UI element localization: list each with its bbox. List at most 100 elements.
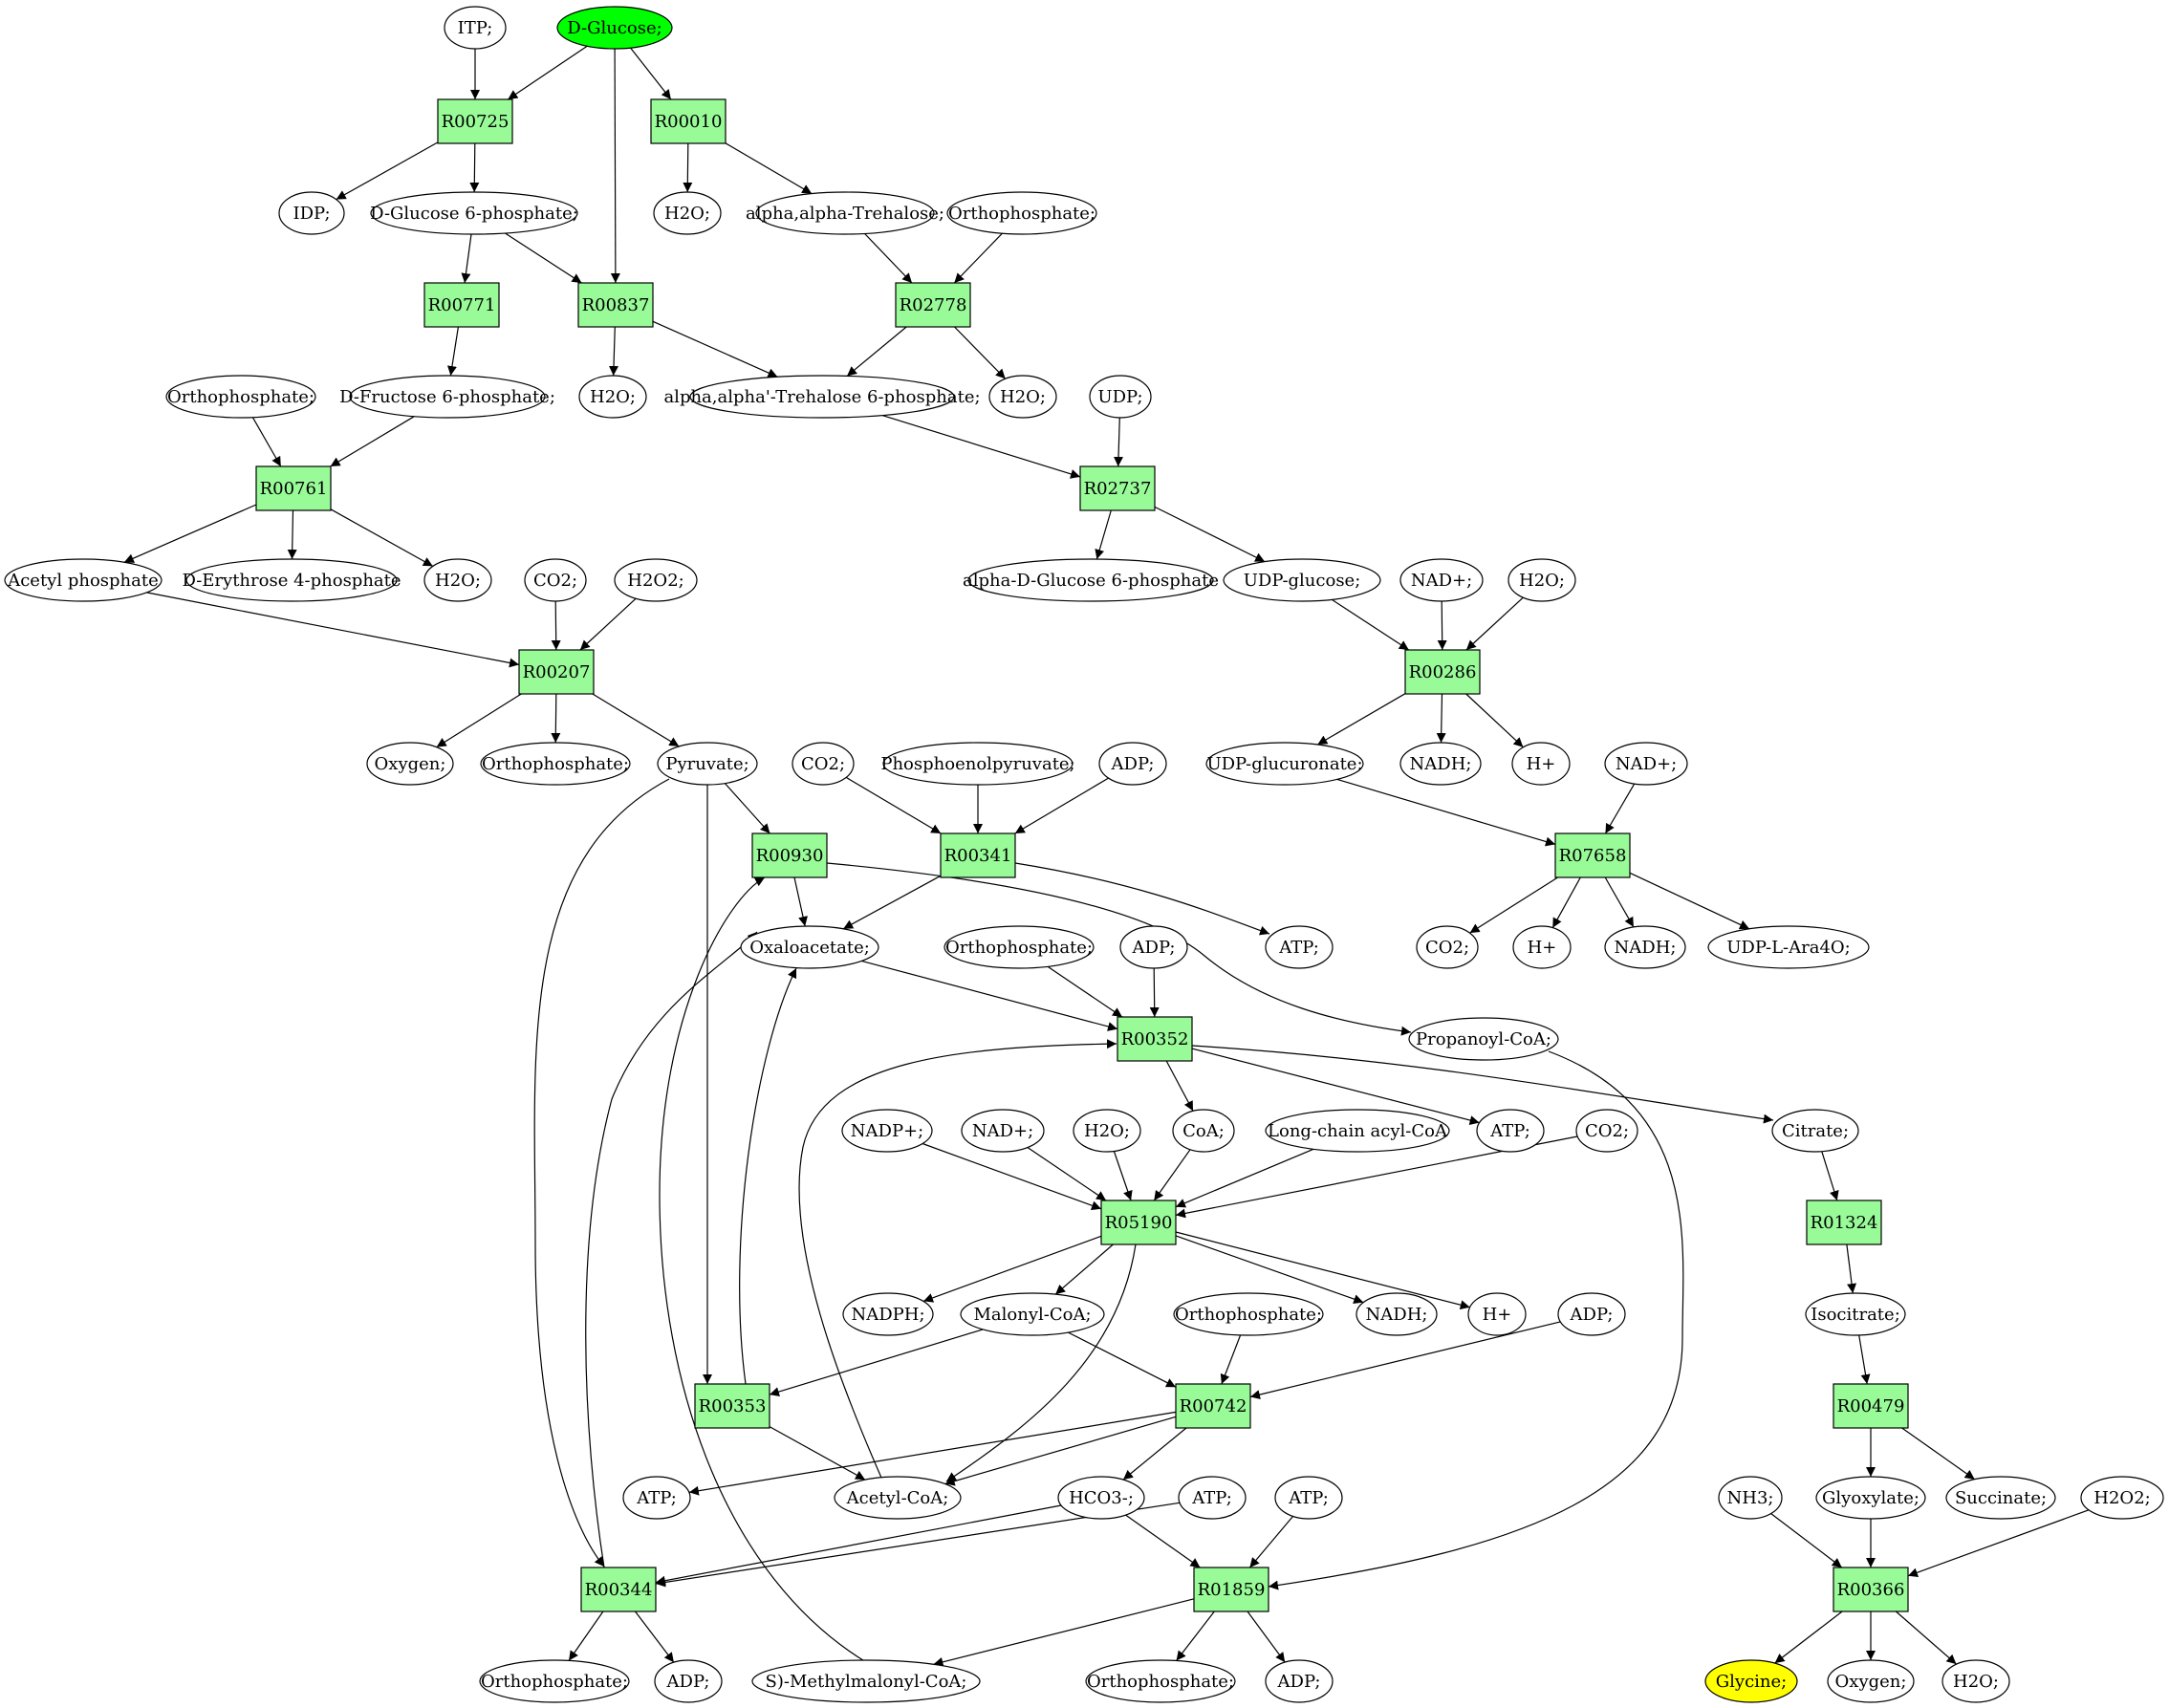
node-label: R00344 [585,1580,653,1600]
metabolite-ellipse [657,742,758,786]
edge-adp_2-to-R00352 [1149,967,1160,1018]
node-label: D-Erythrose 4-phosphate [182,571,401,591]
metabolite-ellipse [1265,925,1334,969]
edge-propanoylcoa-to-R01859 [1268,1050,1684,1590]
metabolite-node-adp_1: ADP; [1098,742,1167,786]
edge-orthophosphate_1-to-R02778 [953,232,1003,284]
metabolite-ellipse [1512,925,1572,969]
metabolite-ellipse [1575,1109,1638,1153]
node-label: Orthophosphate; [948,204,1095,224]
metabolite-ellipse [1119,925,1188,969]
metabolite-node-atp_4: ATP; [1178,1476,1247,1520]
edge-citrate-to-R01324 [1821,1151,1839,1201]
metabolite-node-oxygen_1: Oxygen; [366,742,454,786]
metabolite-node-e4p: D-Erythrose 4-phosphate [182,558,401,602]
metabolite-node-pep: Phosphoenolpyruvate; [880,742,1075,786]
edge-R00352-to-coa [1165,1060,1194,1112]
edge-R00366-to-glycine [1774,1611,1843,1664]
metabolite-node-propanoylcoa: Propanoyl-CoA; [1408,1017,1559,1061]
node-label: H2O2; [627,571,683,591]
metabolite-node-nh3: NH3; [1718,1476,1783,1520]
node-label: alpha-D-Glucose 6-phosphate [963,571,1219,591]
node-label: Orthophosphate; [482,754,629,774]
reaction-box [437,98,513,144]
metabolite-node-nadh_3: NADH; [1356,1292,1438,1336]
edge-R00341-to-oxaloacetate [842,875,942,930]
edge-R07658-to-udpara [1629,872,1750,930]
node-label: Long-chain acyl-CoA [1268,1121,1448,1141]
node-label: R01324 [1811,1213,1878,1233]
metabolite-node-h2o_2: H2O; [578,375,647,419]
metabolite-ellipse [1098,742,1167,786]
edge-R00742-to-atp_3 [688,1411,1177,1496]
reaction-node-R00771: R00771 [423,282,500,328]
reaction-node-R02778: R02778 [895,282,971,328]
edge-R00344-to-orthophosphate_6 [568,1611,604,1661]
metabolite-ellipse [1223,558,1381,602]
reaction-box [1117,1016,1193,1062]
reaction-node-R00761: R00761 [255,465,332,511]
metabolite-ellipse [1704,1659,1798,1703]
metabolite-ellipse [1815,1476,1926,1520]
edge-R00207-to-orthophosphate_3 [551,693,561,744]
reaction-node-R00353: R00353 [694,1383,770,1429]
metabolite-node-dglucose: D-Glucose; [556,6,673,50]
edge-R00725-to-g6p [469,142,480,193]
node-label: alpha,alpha-Trehalose; [746,204,944,224]
edge-orthophosphate_4-to-R00352 [1047,965,1123,1018]
node-label: R00366 [1837,1580,1905,1600]
metabolite-ellipse [524,558,587,602]
reaction-node-R00366: R00366 [1833,1567,1909,1612]
node-label: H2O; [1084,1121,1130,1141]
metabolite-node-orthophosphate_5: Orthophosphate; [1173,1292,1324,1336]
node-label: H2O; [1519,571,1565,591]
reaction-node-R00352: R00352 [1117,1016,1193,1062]
node-label: R02737 [1084,479,1152,499]
reaction-box [1404,649,1481,695]
edge-methylmalonylcoa-to-R00930 [659,876,867,1663]
reaction-node-R01324: R01324 [1806,1200,1882,1245]
reaction-node-R07658: R07658 [1554,832,1631,878]
node-label: CoA; [1182,1121,1225,1141]
metabolite-ellipse [654,1659,723,1703]
node-label: H+ [1483,1305,1512,1325]
node-label: ATP; [1191,1488,1232,1508]
reaction-node-R00742: R00742 [1175,1383,1251,1429]
metabolite-node-f6p: D-Fructose 6-phosphate; [339,375,555,419]
reaction-box [1100,1200,1177,1245]
metabolite-node-nadh_1: NADH; [1399,742,1482,786]
metabolite-ellipse [2080,1476,2164,1520]
edge-hco3-to-R01859 [1125,1514,1201,1568]
metabolite-node-co2_1: CO2; [524,558,587,602]
edge-R07658-to-hplus_2 [1551,876,1581,928]
edge-R01859-to-orthophosphate_7 [1176,1611,1215,1661]
node-label: CO2; [1585,1121,1629,1141]
edge-R00353-to-oxaloacetate [739,967,797,1385]
metabolite-node-co2_2: CO2; [792,742,855,786]
metabolite-ellipse [1604,742,1688,786]
reaction-box [1833,1383,1909,1429]
edge-malonylcoa-to-R00353 [769,1329,984,1396]
edge-nadpplus-to-R05190 [922,1142,1102,1211]
node-label: CO2; [1425,938,1469,958]
edge-pyruvate-to-R00344 [533,778,670,1567]
edge-R01324-to-isocitrate [1846,1243,1857,1294]
edge-R00771-to-f6p [447,326,459,377]
edge-t6p-to-R02737 [881,415,1081,479]
node-label: UDP-glucose; [1244,571,1361,591]
metabolite-node-adp_2: ADP; [1119,925,1188,969]
metabolite-node-nadph: NADPH; [842,1292,934,1336]
metabolite-node-t6p: alpha,alpha'-Trehalose 6-phosphate; [663,375,981,419]
edge-R00930-to-propanoylcoa [826,862,1412,1036]
edge-R00010-to-h2o_1 [683,142,693,193]
metabolite-ellipse [1467,1292,1527,1336]
edge-f6p-to-R00761 [330,416,415,467]
node-label: H2O; [1000,387,1046,407]
metabolite-ellipse [480,742,631,786]
metabolite-node-adp_5: ADP; [1265,1659,1334,1703]
node-label: Succinate; [1955,1488,2047,1508]
edge-R05190-to-nadh_3 [1175,1235,1364,1304]
metabolite-node-nadp_1: NAD+; [1399,558,1484,602]
edge-R00207-to-oxygen_1 [436,693,522,748]
metabolite-ellipse [370,191,578,235]
